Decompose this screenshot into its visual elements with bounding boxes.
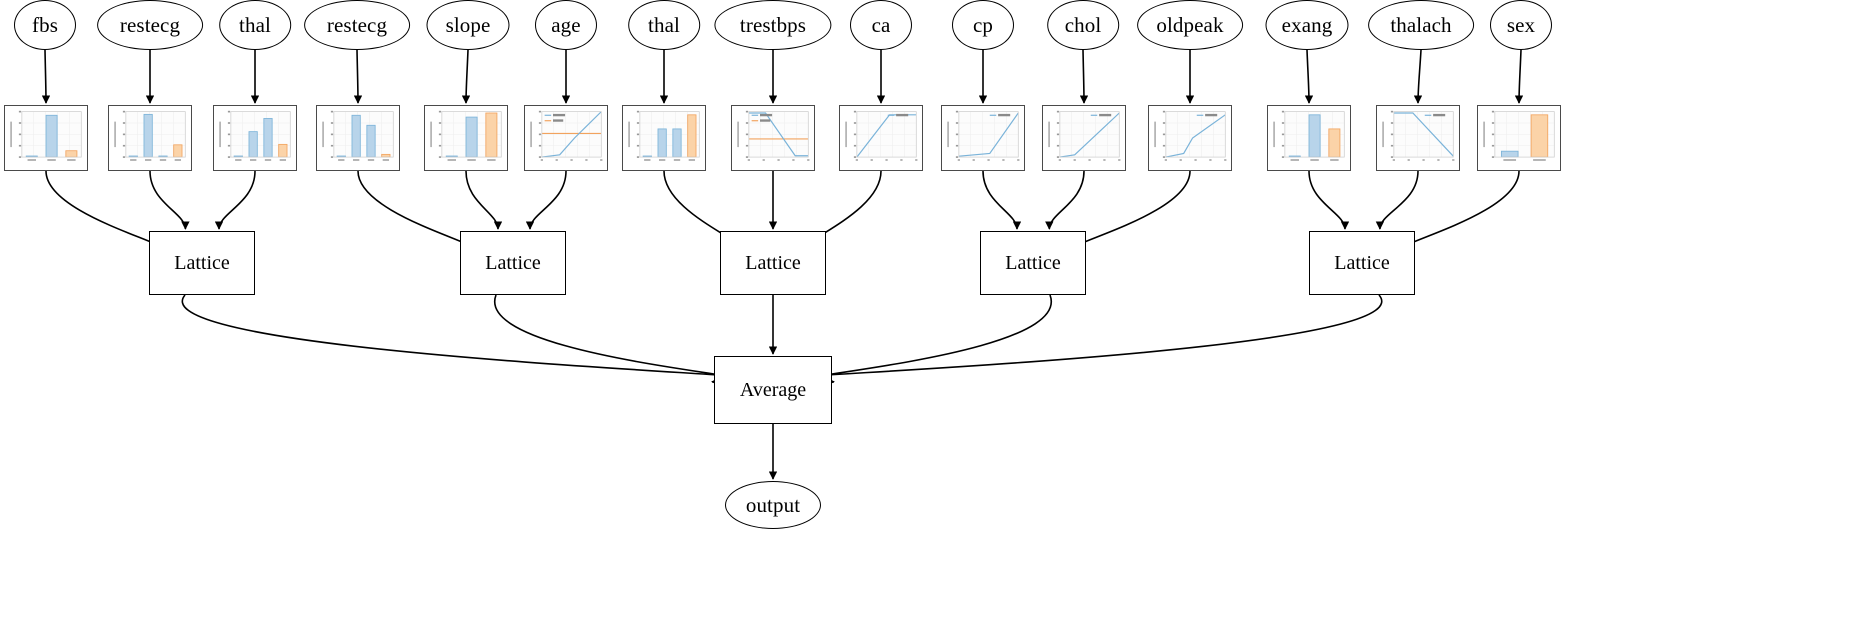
feature-node-label: cp <box>972 12 994 37</box>
calibrator-plot-thal-2[interactable] <box>213 105 297 171</box>
calibrator-plot-restecg-1[interactable] <box>108 105 192 171</box>
calibrator-plot-inner <box>109 106 191 170</box>
feature-node-label: oldpeak <box>1156 12 1224 37</box>
feature-node-label: slope <box>445 12 491 37</box>
lattice-node-2[interactable]: Lattice <box>720 231 826 295</box>
feature-node-label: exang <box>1281 12 1333 37</box>
feature-node-thalach-13[interactable]: thalach <box>1368 0 1474 50</box>
lattice-node-label: Lattice <box>745 251 801 274</box>
calibrator-plot-inner <box>425 106 507 170</box>
calibrator-plot-inner <box>942 106 1024 170</box>
lattice-node-1[interactable]: Lattice <box>460 231 566 295</box>
feature-node-slope-4[interactable]: slope <box>426 0 510 50</box>
calibrator-plot-age-5[interactable] <box>524 105 608 171</box>
calibrator-plot-inner <box>317 106 399 170</box>
lattice-node-label: Lattice <box>1334 251 1390 274</box>
feature-node-label: chol <box>1064 12 1102 37</box>
feature-node-exang-12[interactable]: exang <box>1265 0 1349 50</box>
feature-node-trestbps-7[interactable]: trestbps <box>714 0 832 50</box>
calibrator-plot-oldpeak-11[interactable] <box>1148 105 1232 171</box>
feature-node-label: restecg <box>119 12 181 37</box>
calibrator-plot-ca-8[interactable] <box>839 105 923 171</box>
calibrator-plot-cp-9[interactable] <box>941 105 1025 171</box>
feature-node-chol-10[interactable]: chol <box>1047 0 1119 50</box>
calibrator-plot-inner <box>1149 106 1231 170</box>
feature-node-label: thalach <box>1390 12 1452 37</box>
calibrator-plot-inner <box>214 106 296 170</box>
feature-node-sex-14[interactable]: sex <box>1490 0 1552 50</box>
lattice-node-label: Lattice <box>1005 251 1061 274</box>
calibrator-plot-thal-6[interactable] <box>622 105 706 171</box>
calibrator-plot-fbs-0[interactable] <box>4 105 88 171</box>
feature-node-oldpeak-11[interactable]: oldpeak <box>1137 0 1243 50</box>
feature-node-restecg-3[interactable]: restecg <box>304 0 410 50</box>
feature-node-label: age <box>551 12 581 37</box>
feature-node-restecg-1[interactable]: restecg <box>97 0 203 50</box>
feature-node-label: thal <box>239 12 271 37</box>
calibrator-plot-restecg-3[interactable] <box>316 105 400 171</box>
calibrator-plot-chol-10[interactable] <box>1042 105 1126 171</box>
output-node[interactable]: output <box>725 481 821 529</box>
calibrator-plot-inner <box>5 106 87 170</box>
feature-node-label: restecg <box>326 12 388 37</box>
calibrator-plot-inner <box>1377 106 1459 170</box>
calibrator-plot-slope-4[interactable] <box>424 105 508 171</box>
feature-node-label: trestbps <box>739 12 807 37</box>
feature-node-fbs-0[interactable]: fbs <box>14 0 76 50</box>
lattice-node-label: Lattice <box>174 251 230 274</box>
feature-node-ca-8[interactable]: ca <box>850 0 912 50</box>
lattice-node-0[interactable]: Lattice <box>149 231 255 295</box>
feature-node-age-5[interactable]: age <box>535 0 597 50</box>
output-node-label: output <box>745 492 801 517</box>
lattice-node-3[interactable]: Lattice <box>980 231 1086 295</box>
calibrator-plot-inner <box>1478 106 1560 170</box>
calibrator-plot-inner <box>840 106 922 170</box>
calibrator-plot-trestbps-7[interactable] <box>731 105 815 171</box>
calibrator-plot-inner <box>1268 106 1350 170</box>
calibrator-plot-inner <box>525 106 607 170</box>
average-node-label: Average <box>739 378 807 401</box>
lattice-node-4[interactable]: Lattice <box>1309 231 1415 295</box>
calibrator-plot-inner <box>1043 106 1125 170</box>
calibrator-plot-exang-12[interactable] <box>1267 105 1351 171</box>
feature-node-label: thal <box>648 12 680 37</box>
feature-node-thal-2[interactable]: thal <box>219 0 291 50</box>
calibrator-plot-inner <box>732 106 814 170</box>
lattice-node-label: Lattice <box>485 251 541 274</box>
feature-node-thal-6[interactable]: thal <box>628 0 700 50</box>
feature-node-label: ca <box>871 12 891 37</box>
feature-node-label: sex <box>1506 12 1536 37</box>
average-node[interactable]: Average <box>714 356 832 424</box>
calibrator-plot-sex-14[interactable] <box>1477 105 1561 171</box>
calibrator-plot-inner <box>623 106 705 170</box>
feature-node-label: fbs <box>32 12 58 37</box>
calibrator-plot-thalach-13[interactable] <box>1376 105 1460 171</box>
feature-node-cp-9[interactable]: cp <box>952 0 1014 50</box>
